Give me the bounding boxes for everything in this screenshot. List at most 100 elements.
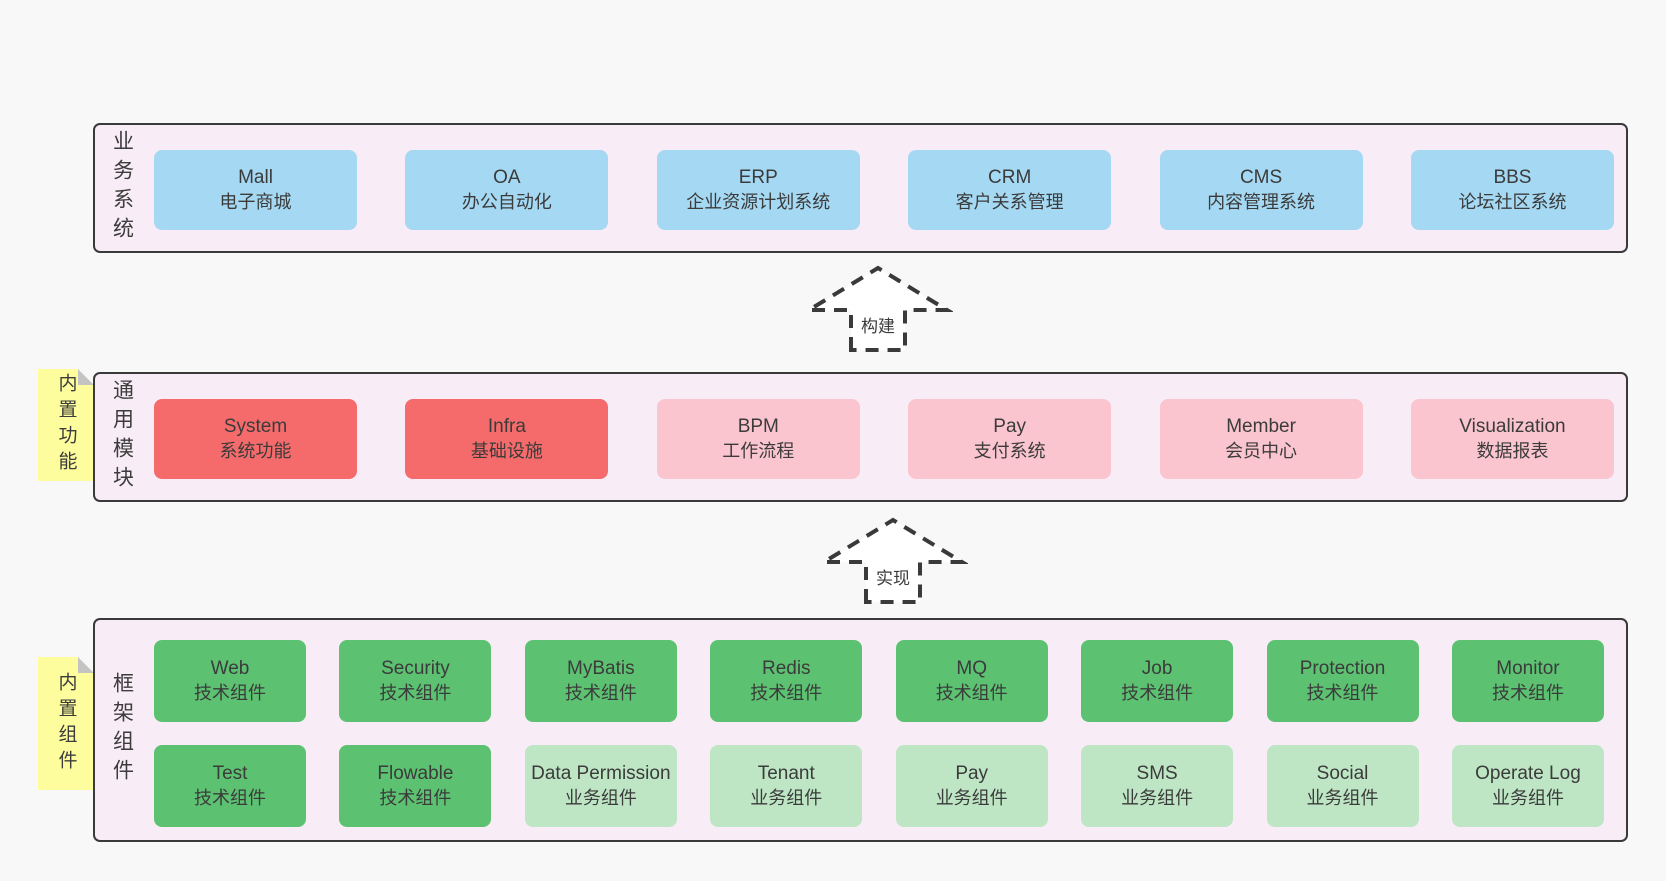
box-bpm: BPM 工作流程 bbox=[656, 399, 860, 479]
box-subtitle: 支付系统 bbox=[973, 441, 1046, 461]
box-title: Protection bbox=[1299, 658, 1386, 679]
layer-components-label: 框架组件 bbox=[99, 620, 145, 840]
box-subtitle: 技术组件 bbox=[194, 788, 266, 808]
box-title: MyBatis bbox=[567, 658, 635, 679]
box-title: Social bbox=[1316, 763, 1369, 784]
box-title: Infra bbox=[487, 416, 526, 437]
box-flowable: Flowable 技术组件 bbox=[339, 745, 492, 827]
layer-common-modules: 通用模块 System 系统功能 Infra 基础设施 BPM 工作流程 Pay… bbox=[93, 372, 1628, 502]
box-test: Test 技术组件 bbox=[154, 745, 306, 827]
box-subtitle: 技术组件 bbox=[194, 683, 266, 703]
box-protection: Protection 技术组件 bbox=[1266, 640, 1419, 722]
modules-boxes-row: System 系统功能 Infra 基础设施 BPM 工作流程 Pay 支付系统… bbox=[154, 399, 1614, 479]
box-subtitle: 业务组件 bbox=[935, 788, 1008, 808]
box-subtitle: 技术组件 bbox=[1491, 683, 1564, 703]
box-subtitle: 业务组件 bbox=[1306, 788, 1379, 808]
layer-modules-label-text: 通用模块 bbox=[110, 379, 134, 495]
box-title: Job bbox=[1141, 658, 1173, 679]
box-title: Redis bbox=[761, 658, 811, 679]
box-title: SMS bbox=[1136, 763, 1178, 784]
box-job: Job 技术组件 bbox=[1081, 640, 1234, 722]
box-visualization: Visualization 数据报表 bbox=[1410, 399, 1614, 479]
box-title: Test bbox=[212, 763, 248, 784]
box-subtitle: 系统功能 bbox=[219, 441, 292, 461]
box-erp: ERP 企业资源计划系统 bbox=[656, 150, 860, 230]
box-title: BPM bbox=[737, 416, 779, 437]
box-subtitle: 业务组件 bbox=[1121, 788, 1194, 808]
box-infra: Infra 基础设施 bbox=[405, 399, 609, 479]
note-built-in-features: 内置功能 bbox=[38, 369, 94, 481]
box-subtitle: 业务组件 bbox=[564, 788, 637, 808]
box-subtitle: 技术组件 bbox=[379, 788, 452, 808]
box-subtitle: 会员中心 bbox=[1225, 441, 1298, 461]
components-row-2: Test 技术组件 Flowable 技术组件 Data Permission … bbox=[154, 745, 1604, 827]
box-title: Web bbox=[210, 658, 250, 679]
box-subtitle: 业务组件 bbox=[1491, 788, 1564, 808]
box-subtitle: 论坛社区系统 bbox=[1458, 192, 1567, 212]
box-subtitle: 技术组件 bbox=[564, 683, 637, 703]
box-subtitle: 工作流程 bbox=[722, 441, 795, 461]
box-subtitle: 办公自动化 bbox=[461, 192, 552, 212]
box-title: CRM bbox=[988, 167, 1032, 188]
box-mq: MQ 技术组件 bbox=[895, 640, 1048, 722]
box-oa: OA 办公自动化 bbox=[405, 150, 609, 230]
box-bbs: BBS 论坛社区系统 bbox=[1410, 150, 1614, 230]
box-title: CMS bbox=[1239, 167, 1283, 188]
box-crm: CRM 客户关系管理 bbox=[908, 150, 1112, 230]
arrow-build: 构建 bbox=[803, 262, 953, 354]
arrow-up-icon bbox=[818, 517, 968, 604]
box-web: Web 技术组件 bbox=[154, 640, 306, 722]
box-title: Pay bbox=[955, 763, 989, 784]
box-subtitle: 技术组件 bbox=[1306, 683, 1379, 703]
box-pay-component: Pay 业务组件 bbox=[895, 745, 1048, 827]
arrow-implement-label: 实现 bbox=[873, 564, 913, 589]
box-security: Security 技术组件 bbox=[339, 640, 492, 722]
business-boxes-row: Mall 电子商城 OA 办公自动化 ERP 企业资源计划系统 CRM 客户关系… bbox=[154, 150, 1614, 230]
box-title: Operate Log bbox=[1475, 763, 1581, 784]
box-title: Member bbox=[1226, 416, 1296, 437]
box-title: Monitor bbox=[1496, 658, 1560, 679]
components-row-1: Web 技术组件 Security 技术组件 MyBatis 技术组件 Redi… bbox=[154, 640, 1604, 722]
arrow-up-icon bbox=[803, 265, 953, 352]
layer-business-systems: 业务系统 Mall 电子商城 OA 办公自动化 ERP 企业资源计划系统 CRM… bbox=[93, 123, 1628, 253]
box-subtitle: 技术组件 bbox=[379, 683, 452, 703]
box-title: Data Permission bbox=[531, 763, 671, 784]
arrow-implement: 实现 bbox=[818, 514, 968, 606]
box-mybatis: MyBatis 技术组件 bbox=[524, 640, 677, 722]
box-subtitle: 数据报表 bbox=[1476, 441, 1549, 461]
box-sms: SMS 业务组件 bbox=[1081, 745, 1234, 827]
folded-corner-icon bbox=[78, 657, 94, 673]
box-cms: CMS 内容管理系统 bbox=[1159, 150, 1363, 230]
box-title: Mall bbox=[238, 167, 273, 188]
folded-corner-icon bbox=[78, 369, 94, 385]
layer-business-label: 业务系统 bbox=[99, 125, 145, 251]
note-built-in-components: 内置组件 bbox=[38, 657, 94, 790]
box-title: System bbox=[223, 416, 288, 437]
box-system: System 系统功能 bbox=[154, 399, 357, 479]
arrow-build-label: 构建 bbox=[858, 312, 898, 337]
box-title: Pay bbox=[993, 416, 1027, 437]
box-tenant: Tenant 业务组件 bbox=[710, 745, 863, 827]
box-subtitle: 业务组件 bbox=[750, 788, 823, 808]
box-title: MQ bbox=[956, 658, 987, 679]
box-subtitle: 技术组件 bbox=[750, 683, 823, 703]
box-subtitle: 基础设施 bbox=[470, 441, 543, 461]
box-title: OA bbox=[493, 167, 521, 188]
box-subtitle: 技术组件 bbox=[935, 683, 1008, 703]
layer-business-label-text: 业务系统 bbox=[110, 130, 134, 246]
box-title: ERP bbox=[738, 167, 778, 188]
box-subtitle: 企业资源计划系统 bbox=[686, 192, 831, 212]
box-redis: Redis 技术组件 bbox=[710, 640, 863, 722]
layer-framework-components: 框架组件 Web 技术组件 Security 技术组件 MyBatis 技术组件… bbox=[93, 618, 1628, 842]
box-subtitle: 电子商城 bbox=[219, 192, 292, 212]
box-title: BBS bbox=[1493, 167, 1532, 188]
box-subtitle: 客户关系管理 bbox=[955, 192, 1064, 212]
box-title: Flowable bbox=[377, 763, 454, 784]
box-subtitle: 技术组件 bbox=[1121, 683, 1194, 703]
box-pay-system: Pay 支付系统 bbox=[908, 399, 1112, 479]
note-built-in-features-text: 内置功能 bbox=[55, 373, 77, 477]
note-built-in-components-text: 内置组件 bbox=[55, 671, 77, 776]
box-mall: Mall 电子商城 bbox=[154, 150, 357, 230]
box-subtitle: 内容管理系统 bbox=[1207, 192, 1316, 212]
box-title: Security bbox=[381, 658, 450, 679]
